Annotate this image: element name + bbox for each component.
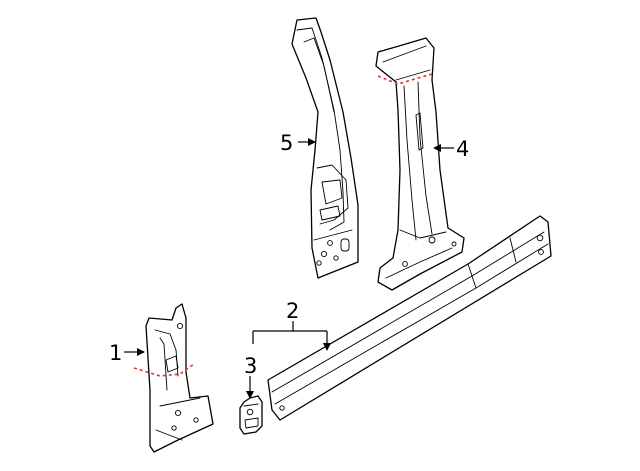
cut-line-part-4	[377, 73, 433, 85]
leader-2	[252, 321, 331, 351]
leader-5	[298, 138, 316, 146]
callout-2: 2	[286, 299, 299, 323]
part-4-pillar[interactable]	[375, 37, 465, 291]
callout-4: 4	[456, 137, 469, 161]
callout-3: 3	[244, 354, 257, 378]
callout-5: 5	[280, 131, 293, 155]
part-2-rocker[interactable]	[267, 215, 552, 421]
leader-3	[246, 376, 254, 399]
cut-line-part-1	[133, 363, 195, 377]
callout-1: 1	[109, 341, 122, 365]
part-5-pillar[interactable]	[291, 17, 359, 279]
part-1-pillar[interactable]	[145, 303, 214, 453]
leader-1	[124, 348, 145, 356]
part-3-bracket[interactable]	[239, 395, 263, 435]
leader-4	[433, 144, 454, 152]
